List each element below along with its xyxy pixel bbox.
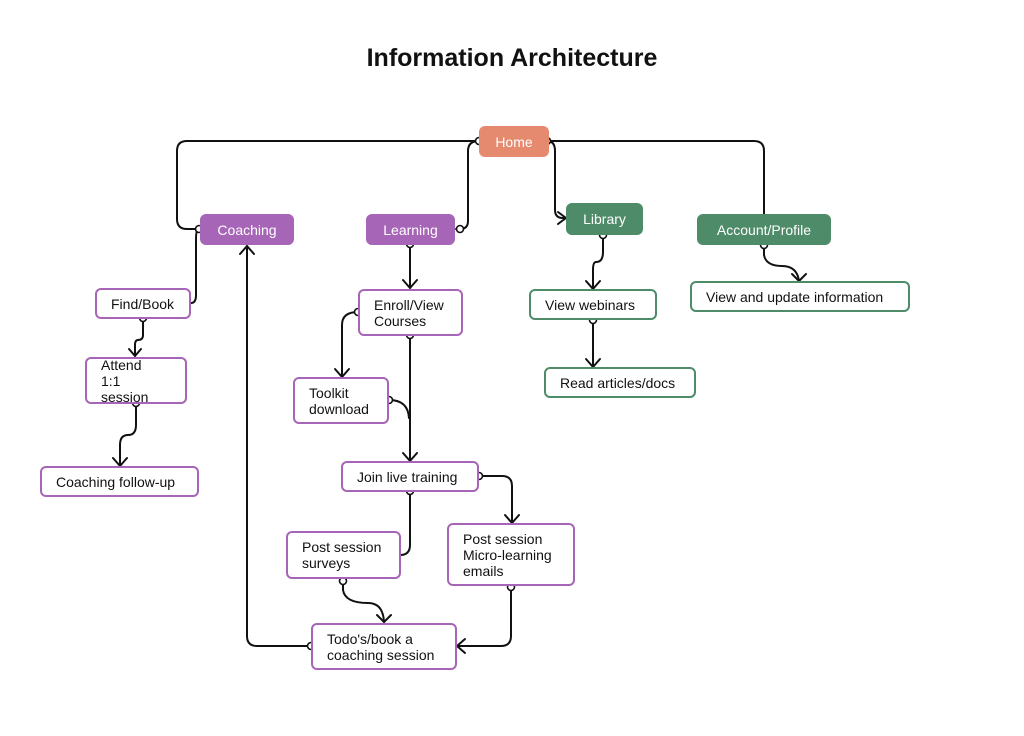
connector-home-coaching — [176, 140, 480, 230]
connector-dot — [455, 224, 465, 234]
connector-library-webinars — [592, 234, 604, 290]
library-node[interactable]: Library — [566, 203, 643, 235]
attend-session-node[interactable]: Attend 1:1 session — [85, 357, 187, 405]
connector-enroll-toolkit — [341, 311, 359, 378]
arrowhead-coaching — [239, 245, 255, 255]
view-webinars-node[interactable]: View webinars — [529, 289, 657, 320]
connector-account-update — [763, 244, 800, 282]
diagram-title: Information Architecture — [366, 44, 658, 72]
learning-node[interactable]: Learning — [366, 214, 455, 245]
coaching-node[interactable]: Coaching — [200, 214, 294, 245]
connector-coaching-findbook — [190, 228, 200, 304]
coaching-followup-node[interactable]: Coaching follow-up — [40, 466, 199, 497]
toolkit-download-node[interactable]: Toolkit download — [293, 377, 389, 424]
connector-attend-followup — [119, 402, 137, 467]
enroll-courses-node[interactable]: Enroll/View Courses — [358, 289, 463, 336]
view-update-info-node[interactable]: View and update information — [690, 281, 910, 312]
post-session-surveys-node[interactable]: Post session surveys — [286, 531, 401, 579]
connector-join-surveys — [399, 490, 411, 556]
post-session-emails-node[interactable]: Post session Micro-learning emails — [447, 523, 575, 586]
todos-book-coaching-node[interactable]: Todo's/book a coaching session — [311, 623, 457, 670]
connector-findbook-attend — [134, 317, 144, 357]
find-book-node[interactable]: Find/Book — [95, 288, 191, 319]
read-articles-node[interactable]: Read articles/docs — [544, 367, 696, 398]
connector-home-learning — [455, 140, 480, 230]
connector-home-library — [546, 140, 567, 219]
arrowhead-todos-right — [456, 638, 466, 654]
arrowhead-enroll — [402, 279, 418, 289]
connector-todos-coaching — [246, 245, 312, 647]
connector-home-account — [546, 140, 765, 215]
arrowhead-attend — [128, 348, 142, 357]
home-node[interactable]: Home — [479, 126, 549, 157]
arrowhead-todos-top — [376, 614, 392, 623]
connector-join-emails — [478, 475, 513, 524]
account-profile-node[interactable]: Account/Profile — [697, 214, 831, 245]
connector-surveys-todos — [342, 580, 385, 623]
connector-emails-todos — [456, 586, 512, 647]
join-live-training-node[interactable]: Join live training — [341, 461, 479, 492]
